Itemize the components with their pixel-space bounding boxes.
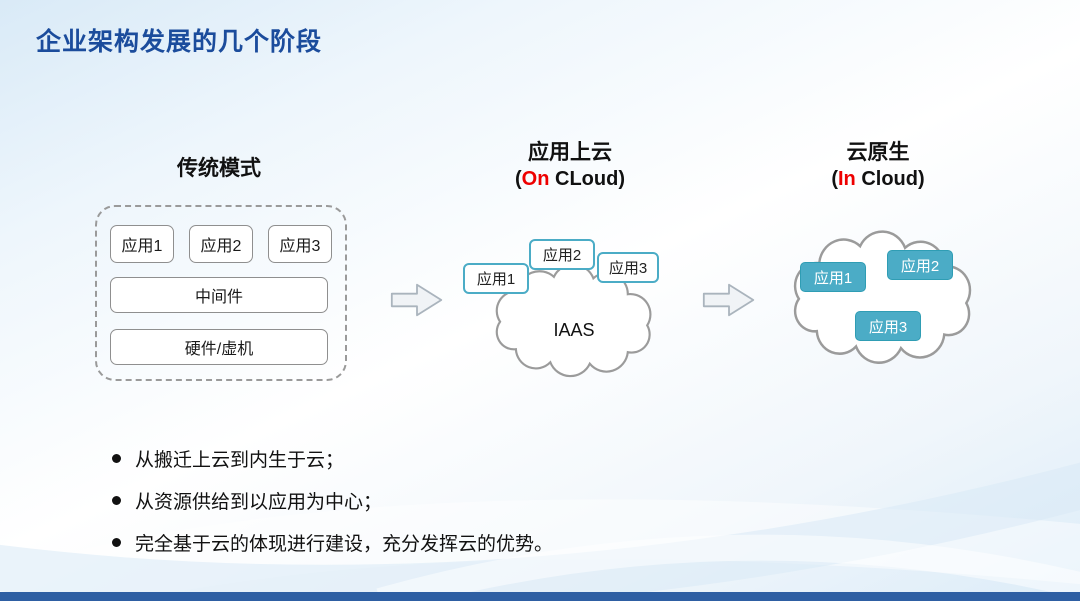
app-box-incloud-3: 应用3	[855, 311, 921, 341]
bullet-item: 从搬迁上云到内生于云；	[112, 444, 553, 472]
bottom-accent-bar	[0, 592, 1080, 601]
iaas-label: IAAS	[553, 320, 595, 340]
sub-open-paren: (	[831, 168, 838, 190]
stage-heading-in-cloud: 云原生	[846, 141, 910, 164]
app-box-oncloud-3: 应用3	[597, 252, 659, 283]
stage-subtitle-in-cloud: (In Cloud)	[758, 168, 998, 191]
stage-subtitle-on-cloud: (On CLoud)	[450, 168, 690, 191]
app-box-oncloud-1: 应用1	[463, 263, 529, 294]
arrow-right-icon	[702, 282, 756, 318]
app-box-traditional-2: 应用2	[189, 225, 253, 263]
bullet-list: 从搬迁上云到内生于云； 从资源供给到以应用为中心； 完全基于云的体现进行建设，充…	[112, 444, 553, 570]
bullet-dot-icon	[112, 495, 121, 505]
stage-heading-traditional: 传统模式	[177, 157, 261, 180]
bullet-dot-icon	[112, 537, 121, 547]
stage-heading-on-cloud: 应用上云	[528, 141, 612, 164]
cloud-icon	[495, 263, 652, 378]
bullet-text: 从资源供给到以应用为中心；	[135, 491, 383, 513]
app-box-incloud-2: 应用2	[887, 250, 953, 280]
bullet-text: 从搬迁上云到内生于云；	[135, 449, 345, 471]
hardware-box: 硬件/虚机	[110, 329, 328, 365]
bullet-dot-icon	[112, 453, 121, 463]
native-cloud-shape	[776, 224, 990, 372]
sub-open-paren: (	[515, 168, 522, 190]
arrow-right-icon	[390, 282, 444, 318]
bullet-item: 从资源供给到以应用为中心；	[112, 486, 553, 514]
sub-rest: CLoud)	[549, 168, 625, 190]
bullet-item: 完全基于云的体现进行建设，充分发挥云的优势。	[112, 528, 553, 556]
bullet-text: 完全基于云的体现进行建设，充分发挥云的优势。	[135, 533, 554, 555]
app-box-incloud-1: 应用1	[800, 262, 866, 292]
page-title: 企业架构发展的几个阶段	[36, 28, 323, 56]
sub-rest: Cloud)	[855, 168, 925, 190]
app-box-traditional-1: 应用1	[110, 225, 174, 263]
sub-red-word: In	[838, 168, 856, 190]
cloud-icon	[793, 230, 972, 364]
traditional-stack: 应用1 应用2 应用3 中间件 硬件/虚机	[95, 205, 347, 381]
iaas-cloud-shape: IAAS	[480, 258, 668, 384]
sub-red-word: On	[521, 168, 550, 190]
app-box-oncloud-2: 应用2	[529, 239, 595, 270]
middleware-box: 中间件	[110, 277, 328, 313]
app-box-traditional-3: 应用3	[268, 225, 332, 263]
